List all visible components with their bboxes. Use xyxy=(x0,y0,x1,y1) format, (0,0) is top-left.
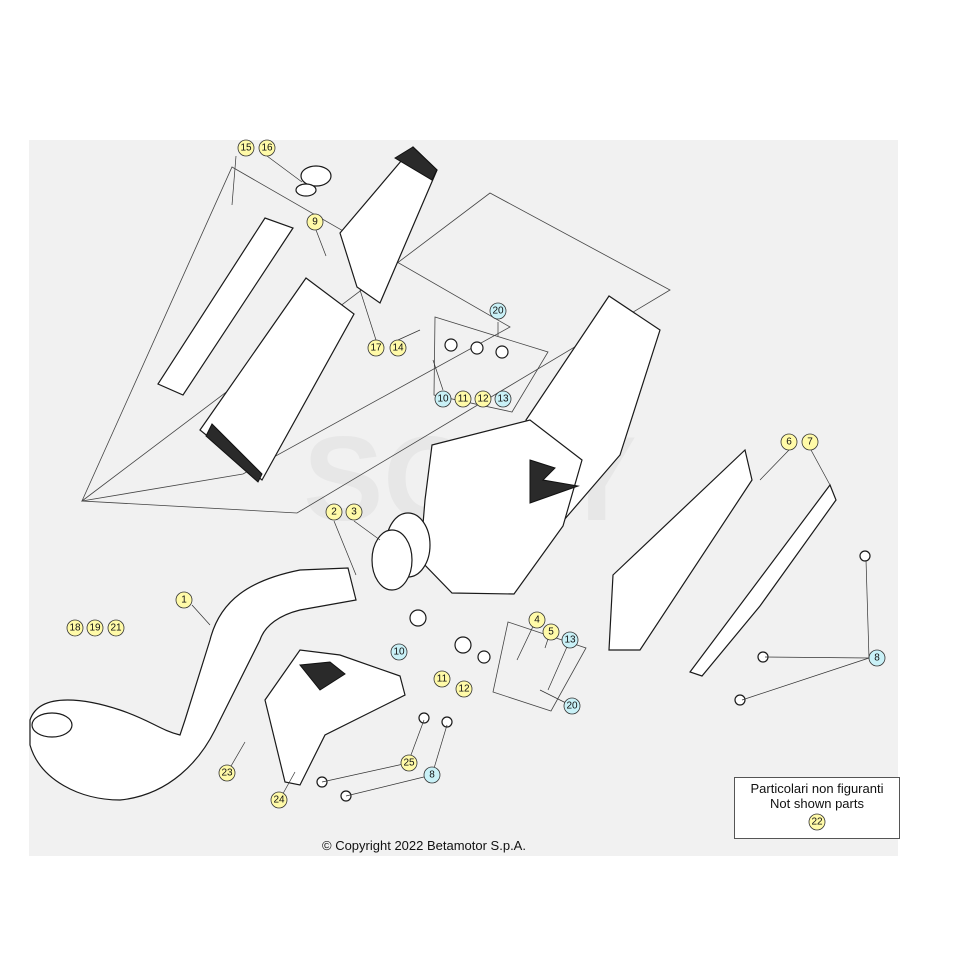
svg-text:10: 10 xyxy=(393,647,405,658)
callout-12-top: 12 xyxy=(474,390,492,408)
callout-20-top: 20 xyxy=(489,302,507,320)
copyright-notice: © Copyright 2022 Betamotor S.p.A. xyxy=(322,838,526,853)
svg-text:10: 10 xyxy=(437,394,449,405)
header-pipe xyxy=(29,567,357,801)
not-shown-italian-label: Particolari non figuranti xyxy=(750,781,884,796)
callout-10-top: 10 xyxy=(434,390,452,408)
callout-15: 15 xyxy=(237,139,255,157)
callout-21: 21 xyxy=(107,619,125,637)
svg-text:25: 25 xyxy=(403,758,415,769)
svg-text:12: 12 xyxy=(477,394,489,405)
callout-4: 4 xyxy=(528,611,546,629)
svg-text:1: 1 xyxy=(181,595,187,606)
svg-text:14: 14 xyxy=(392,343,404,354)
callout-25: 25 xyxy=(400,754,418,772)
svg-text:20: 20 xyxy=(492,306,504,317)
callout-13-top: 13 xyxy=(494,390,512,408)
callout-18: 18 xyxy=(66,619,84,637)
callout-17: 17 xyxy=(367,339,385,357)
svg-text:21: 21 xyxy=(110,623,122,634)
bracket xyxy=(264,649,406,786)
callout-9: 9 xyxy=(306,213,324,231)
not-shown-parts-box: Particolari non figuranti Not shown part… xyxy=(734,777,900,839)
svg-text:18: 18 xyxy=(69,623,81,634)
callout-23: 23 xyxy=(218,764,236,782)
svg-text:11: 11 xyxy=(437,674,448,685)
silencer-sleeve-group xyxy=(157,146,438,483)
callout-22: 22 xyxy=(808,813,826,831)
leader-lines xyxy=(191,155,870,800)
svg-text:24: 24 xyxy=(273,795,285,806)
svg-text:8: 8 xyxy=(874,653,880,664)
callout-19: 19 xyxy=(86,619,104,637)
svg-text:4: 4 xyxy=(534,615,540,626)
callout-24: 24 xyxy=(270,791,288,809)
not-shown-english-label: Not shown parts xyxy=(770,796,864,811)
silencer-body xyxy=(371,295,661,595)
callout-10-bottom: 10 xyxy=(390,643,408,661)
callout-11-bottom: 11 xyxy=(433,670,451,688)
svg-text:16: 16 xyxy=(261,143,273,154)
callout-8-bottom: 8 xyxy=(423,766,441,784)
callout-1: 1 xyxy=(175,591,193,609)
callout-2: 2 xyxy=(325,503,343,521)
svg-text:13: 13 xyxy=(497,394,509,405)
callout-16: 16 xyxy=(258,139,276,157)
svg-text:5: 5 xyxy=(548,627,554,638)
callout-11-top: 11 xyxy=(454,390,472,408)
svg-text:22: 22 xyxy=(811,817,823,828)
callout-12-bottom: 12 xyxy=(455,680,473,698)
callout-14: 14 xyxy=(389,339,407,357)
callout-20-bottom: 20 xyxy=(563,697,581,715)
callout-5: 5 xyxy=(542,623,560,641)
callout-13-bottom: 13 xyxy=(561,631,579,649)
svg-text:20: 20 xyxy=(566,701,578,712)
svg-text:7: 7 xyxy=(807,437,813,448)
callout-7: 7 xyxy=(801,433,819,451)
svg-text:23: 23 xyxy=(221,768,233,779)
callout-3: 3 xyxy=(345,503,363,521)
callout-6: 6 xyxy=(780,433,798,451)
svg-text:9: 9 xyxy=(312,217,318,228)
svg-text:13: 13 xyxy=(564,635,576,646)
heat-shield xyxy=(608,448,837,677)
svg-text:11: 11 xyxy=(458,394,469,405)
svg-text:19: 19 xyxy=(89,623,101,634)
svg-text:6: 6 xyxy=(786,437,792,448)
svg-text:17: 17 xyxy=(370,343,382,354)
svg-text:15: 15 xyxy=(240,143,252,154)
callout-8-right: 8 xyxy=(868,649,886,667)
assembly-frames xyxy=(80,166,671,712)
callouts: 15 16 9 17 14 20 10 11 12 13 6 7 2 3 1 4… xyxy=(66,139,886,809)
svg-text:8: 8 xyxy=(429,770,435,781)
svg-text:2: 2 xyxy=(331,507,337,518)
svg-text:3: 3 xyxy=(351,507,357,518)
svg-text:12: 12 xyxy=(458,684,470,695)
